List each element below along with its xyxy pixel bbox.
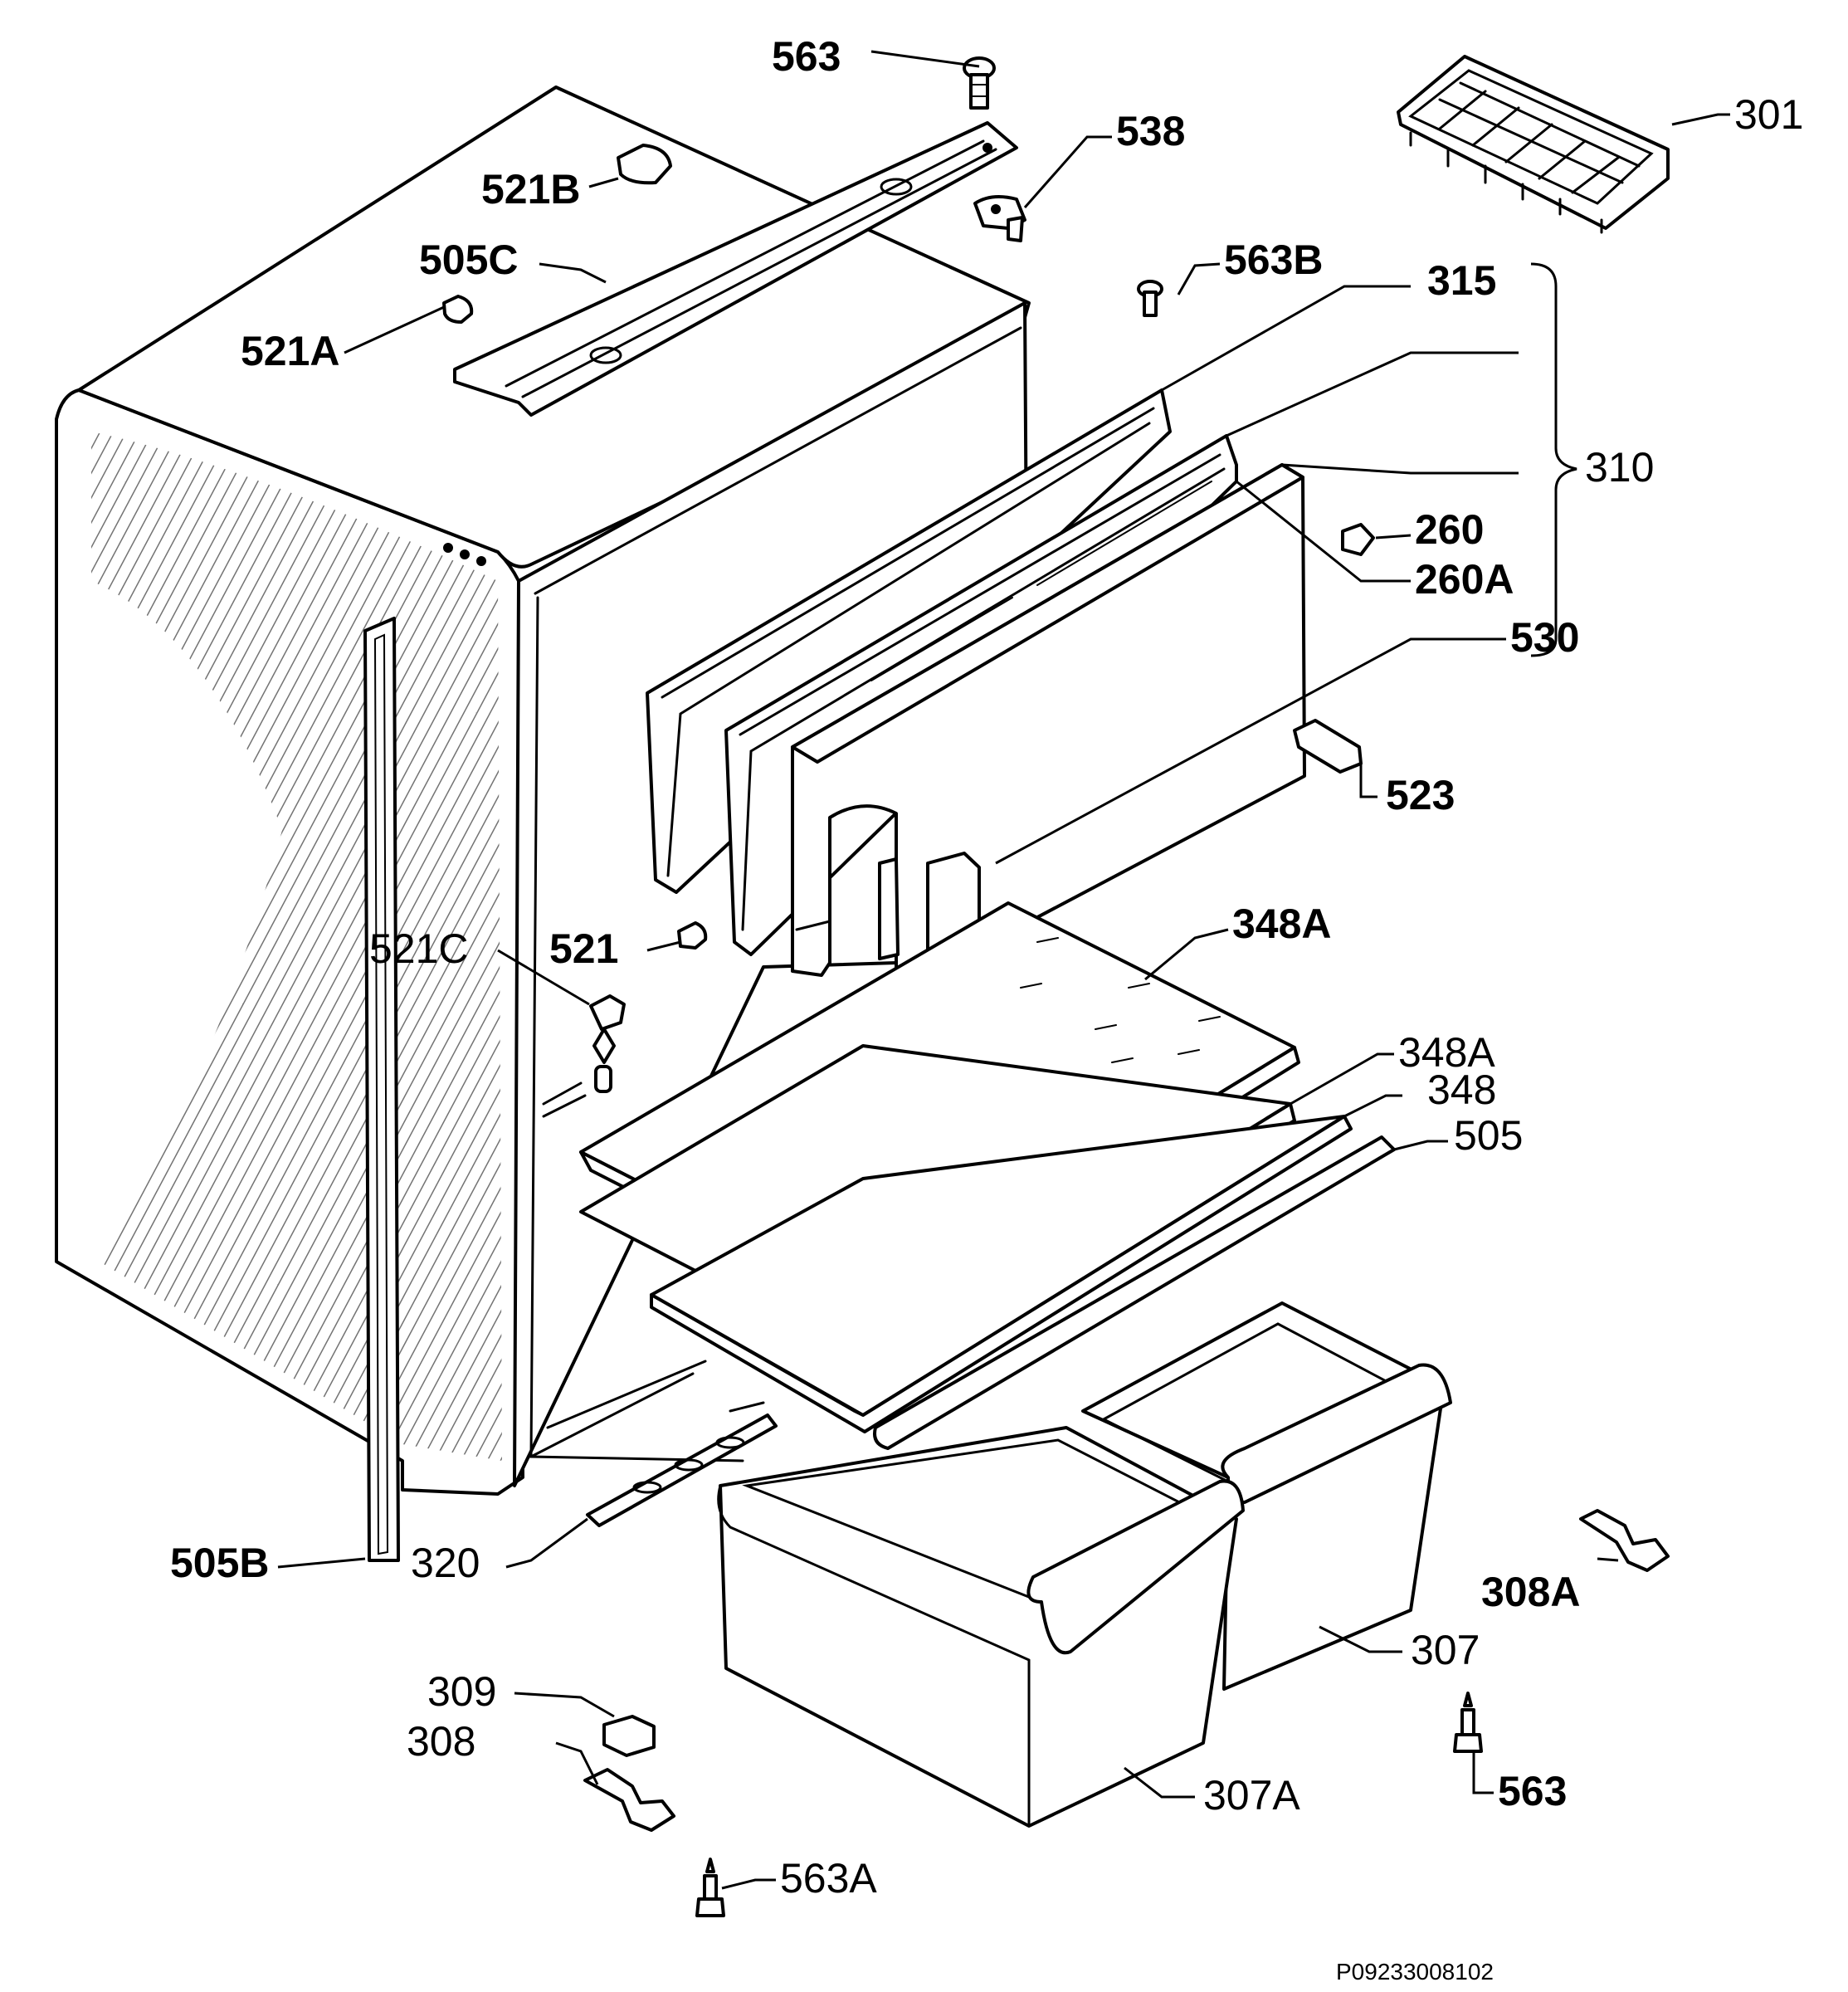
label-307a: 307A (1203, 1772, 1300, 1819)
label-563b: 563B (1224, 237, 1324, 283)
part-labels: 563 301 538 521B 505C 563B 315 521A 310 … (170, 33, 1803, 1985)
label-505c: 505C (419, 237, 519, 283)
screw-563-right (1453, 1692, 1483, 1753)
ice-tray-301 (1397, 55, 1670, 234)
label-521b: 521B (481, 166, 581, 212)
leader-lines (277, 50, 1730, 1890)
clip-521 (677, 921, 708, 950)
pin-521c (589, 994, 626, 1093)
hinge-bar-505c (453, 121, 1018, 417)
label-320: 320 (411, 1540, 480, 1586)
vent-dot-1 (443, 543, 453, 553)
label-563a: 563A (780, 1855, 877, 1902)
label-310: 310 (1585, 444, 1654, 491)
screw-563a (695, 1858, 725, 1917)
label-260: 260 (1415, 506, 1484, 553)
label-505: 505 (1454, 1112, 1523, 1159)
label-308a: 308A (1481, 1569, 1581, 1615)
latch-part (878, 857, 900, 960)
vent-dot-2 (460, 549, 470, 559)
label-260a: 260A (1415, 556, 1514, 603)
bracket-308a (1579, 1509, 1670, 1572)
block-309 (602, 1715, 656, 1757)
cap-521a (442, 295, 474, 324)
screw-563-top (963, 56, 996, 110)
drawing-reference: P09233008102 (1336, 1959, 1494, 1985)
label-521: 521 (549, 925, 618, 972)
label-301: 301 (1734, 91, 1803, 138)
label-315: 315 (1427, 257, 1496, 304)
crisper-drawer-307 (1081, 1301, 1452, 1691)
label-521c: 521C (369, 925, 469, 972)
door-gasket-505b (363, 617, 400, 1562)
outer-door-530 (791, 463, 1306, 994)
trim-strip-505 (873, 1135, 1396, 1450)
crisper-drawer-307a (717, 1426, 1245, 1828)
vent-dot-3 (476, 556, 486, 566)
side-shading (91, 432, 502, 1461)
label-530: 530 (1510, 614, 1579, 661)
label-521a: 521A (241, 328, 340, 374)
hinge-538 (973, 194, 1026, 242)
label-309: 309 (427, 1668, 496, 1715)
label-308: 308 (407, 1718, 475, 1765)
label-348a-2: 348A (1398, 1029, 1495, 1076)
label-307: 307 (1411, 1627, 1480, 1673)
label-563-right: 563 (1498, 1768, 1567, 1814)
label-563-top: 563 (772, 33, 841, 80)
cap-521b (617, 144, 672, 185)
cabinet-inner-lines (542, 1081, 765, 1429)
screw-563b (1137, 280, 1163, 317)
cabinet-front-inner (529, 326, 1022, 1462)
rail-320 (586, 1413, 778, 1527)
bracket-308 (583, 1768, 675, 1832)
label-538: 538 (1116, 108, 1185, 154)
label-505b: 505B (170, 1540, 270, 1586)
door-gasket-505b-inner (373, 633, 389, 1555)
label-523: 523 (1386, 772, 1455, 818)
label-348: 348 (1427, 1067, 1496, 1113)
part-260 (1341, 523, 1375, 556)
label-348a-1: 348A (1232, 901, 1332, 947)
